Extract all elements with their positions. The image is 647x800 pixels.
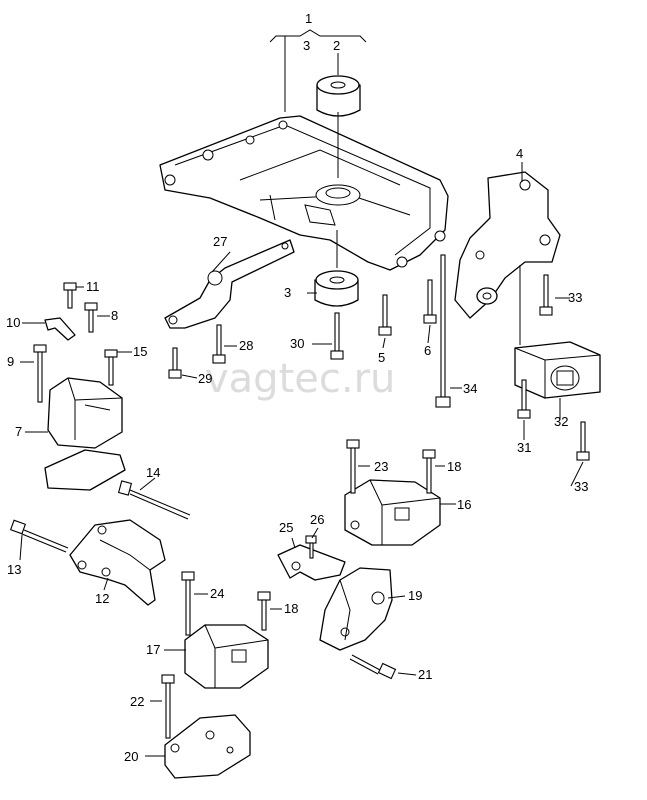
torque-rod-27 bbox=[164, 239, 295, 329]
callout-19: 19 bbox=[408, 588, 422, 603]
bracket-19 bbox=[319, 567, 393, 651]
callout-34: 34 bbox=[463, 381, 477, 396]
callout-24: 24 bbox=[210, 586, 224, 601]
engine-mount-7 bbox=[44, 377, 126, 491]
callout-27: 27 bbox=[213, 234, 227, 249]
callout-11: 11 bbox=[86, 279, 100, 294]
callout-30: 30 bbox=[290, 336, 304, 351]
callout-13: 13 bbox=[7, 562, 21, 577]
subframe bbox=[159, 115, 449, 271]
engine-mount-16 bbox=[344, 479, 441, 546]
callout-2: 2 bbox=[333, 38, 340, 53]
callout-6: 6 bbox=[424, 343, 431, 358]
callout-20: 20 bbox=[124, 749, 138, 764]
callout-22: 22 bbox=[130, 694, 144, 709]
callout-8: 8 bbox=[111, 308, 118, 323]
callout-7: 7 bbox=[15, 424, 22, 439]
bolts bbox=[9, 254, 590, 739]
bracket-4 bbox=[454, 171, 561, 345]
callout-3: 3 bbox=[284, 285, 291, 300]
engine-mount-17 bbox=[184, 624, 269, 689]
leader-lines bbox=[19, 29, 584, 757]
callout-16: 16 bbox=[457, 497, 471, 512]
callout-26: 26 bbox=[310, 512, 324, 527]
bracket-20 bbox=[164, 714, 251, 779]
callout-15: 15 bbox=[133, 344, 147, 359]
callout-29: 29 bbox=[198, 371, 212, 386]
callout-21: 21 bbox=[418, 667, 432, 682]
bushing-3 bbox=[314, 230, 359, 307]
bracket-25 bbox=[277, 544, 346, 581]
bushing-2 bbox=[316, 75, 361, 178]
callout-12: 12 bbox=[95, 591, 109, 606]
callout-9: 9 bbox=[7, 354, 14, 369]
callout-32: 32 bbox=[554, 414, 568, 429]
callout-28: 28 bbox=[239, 338, 253, 353]
bushing-block-32 bbox=[514, 341, 601, 399]
callout-31: 31 bbox=[517, 440, 531, 455]
callout-18-upper: 18 bbox=[447, 459, 461, 474]
callout-5: 5 bbox=[378, 350, 385, 365]
callout-33-upper: 33 bbox=[568, 290, 582, 305]
callout-1: 1 bbox=[305, 11, 312, 26]
bracket-12 bbox=[69, 519, 166, 606]
callout-4: 4 bbox=[516, 146, 523, 161]
callout-14: 14 bbox=[146, 465, 160, 480]
callout-25: 25 bbox=[279, 520, 293, 535]
watermark: vagtec.ru bbox=[205, 356, 395, 402]
callout-3-top: 3 bbox=[303, 38, 310, 53]
callout-17: 17 bbox=[146, 642, 160, 657]
callout-18-lower: 18 bbox=[284, 601, 298, 616]
callout-33-lower: 33 bbox=[574, 479, 588, 494]
callout-labels: 1 3 2 4 27 3 33 28 30 29 5 6 34 32 31 33… bbox=[6, 11, 588, 764]
callout-10: 10 bbox=[6, 315, 20, 330]
callout-23: 23 bbox=[374, 459, 388, 474]
